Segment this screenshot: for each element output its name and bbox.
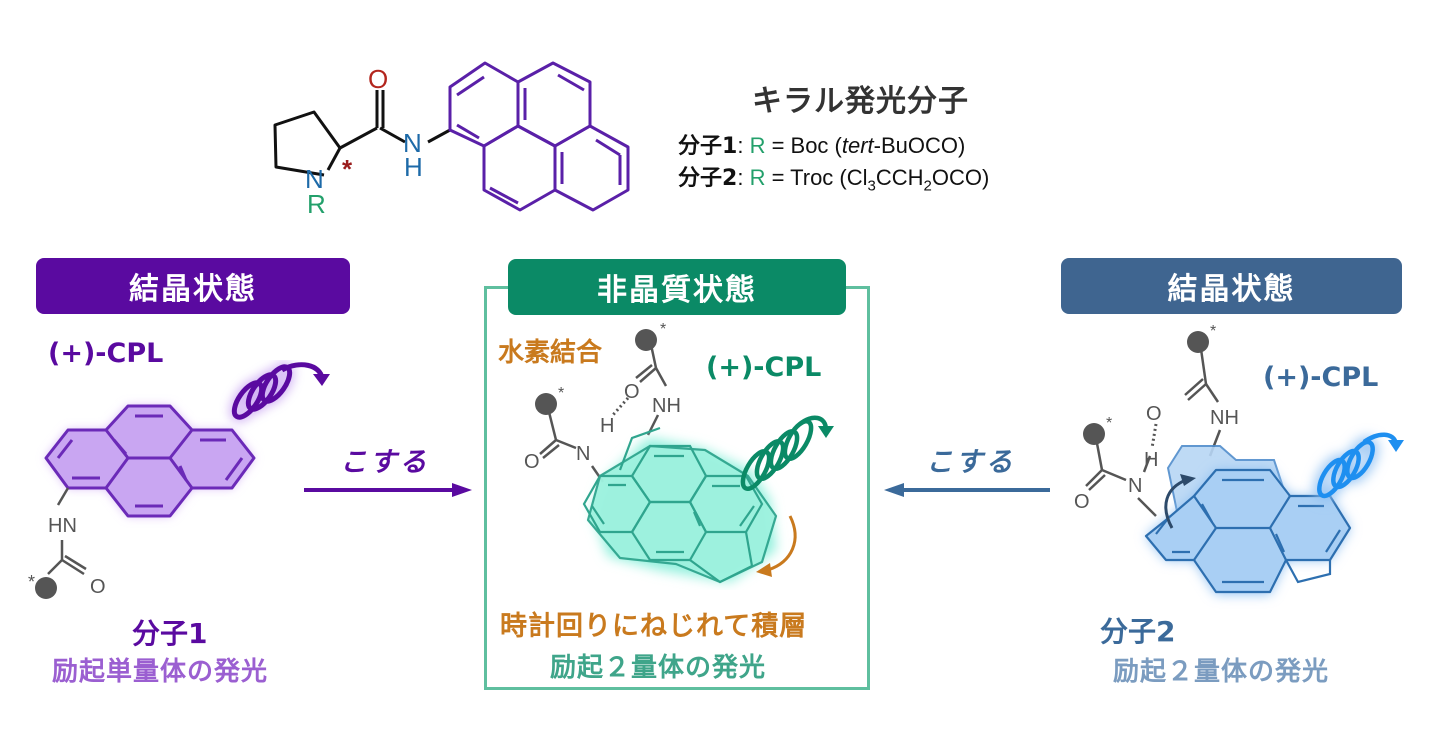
substituent-dot: [535, 393, 557, 415]
stacking-label: 時計回りにねじれて積層: [500, 611, 808, 642]
right-state-header: 結晶状態: [1061, 258, 1402, 314]
left-arrow-icon: [884, 483, 1050, 497]
ring-n-label: N: [305, 164, 324, 194]
svg-text:HN: HN: [48, 515, 77, 537]
substituent-dot: [1187, 331, 1209, 353]
svg-text:*: *: [660, 321, 666, 338]
left-rub-label: こする: [340, 447, 430, 478]
center-cpl-label: (+)-CPL: [706, 352, 822, 383]
svg-text:*: *: [558, 385, 564, 402]
svg-text:O: O: [90, 576, 106, 598]
right-rub-label: こする: [926, 447, 1016, 478]
right-molecule-label: 分子2: [1100, 615, 1176, 648]
molecule1-definition: 分子1: R = Boc (tert-BuOCO): [678, 133, 966, 159]
right-arrow-icon: [304, 483, 472, 497]
right-emission-label: 励起２量体の発光: [1113, 657, 1330, 687]
svg-text:*: *: [28, 572, 35, 592]
amide-h-label: H: [404, 152, 423, 182]
pyrrolidine-ring: [273, 110, 342, 177]
svg-text:O: O: [1074, 491, 1090, 513]
svg-text:*: *: [1210, 323, 1216, 340]
left-state-header: 結晶状態: [36, 258, 350, 314]
svg-text:H: H: [1144, 449, 1158, 471]
svg-text:NH: NH: [1210, 407, 1239, 429]
left-pyrene-monomer: HN O *: [28, 361, 330, 599]
oxygen-label: O: [368, 64, 388, 94]
center-pyrene-dimer: * * O NH H N O: [524, 321, 834, 584]
chiral-molecule-structure: O N H N R *: [273, 61, 630, 219]
substituent-dot: [35, 577, 57, 599]
svg-text:O: O: [524, 451, 540, 473]
substituent-dot: [1083, 423, 1105, 445]
right-cpl-label: (+)-CPL: [1263, 362, 1379, 393]
stereo-mark: *: [342, 154, 353, 184]
cpl-helix-icon: [229, 361, 330, 423]
molecule2-definition: 分子2: R = Troc (Cl3CCH2OCO): [678, 165, 990, 195]
left-molecule-label: 分子1: [132, 617, 208, 650]
svg-text:N: N: [1128, 475, 1142, 497]
amide-n-label: N: [403, 128, 422, 158]
svg-text:*: *: [1106, 415, 1112, 432]
svg-text:NH: NH: [652, 395, 681, 417]
left-emission-label: 励起単量体の発光: [52, 657, 269, 687]
svg-text:N: N: [576, 443, 590, 465]
substituent-dot: [635, 329, 657, 351]
center-emission-label: 励起２量体の発光: [550, 653, 767, 683]
page-title: キラル発光分子: [752, 84, 969, 119]
svg-text:H: H: [600, 415, 614, 437]
hydrogen-bond-label: 水素結合: [498, 338, 603, 368]
r-group-label: R: [307, 189, 326, 219]
pyrene-ring: [448, 61, 630, 212]
left-cpl-label: (+)-CPL: [48, 338, 164, 369]
molecule-definitions: 分子1: R = Boc (tert-BuOCO) 分子2: R = Troc …: [678, 130, 989, 201]
right-pyrene-dimer: * * O NH H N O: [1074, 323, 1404, 594]
center-state-header: 非晶質状態: [508, 259, 846, 315]
svg-text:O: O: [624, 381, 640, 403]
svg-text:O: O: [1146, 403, 1162, 425]
